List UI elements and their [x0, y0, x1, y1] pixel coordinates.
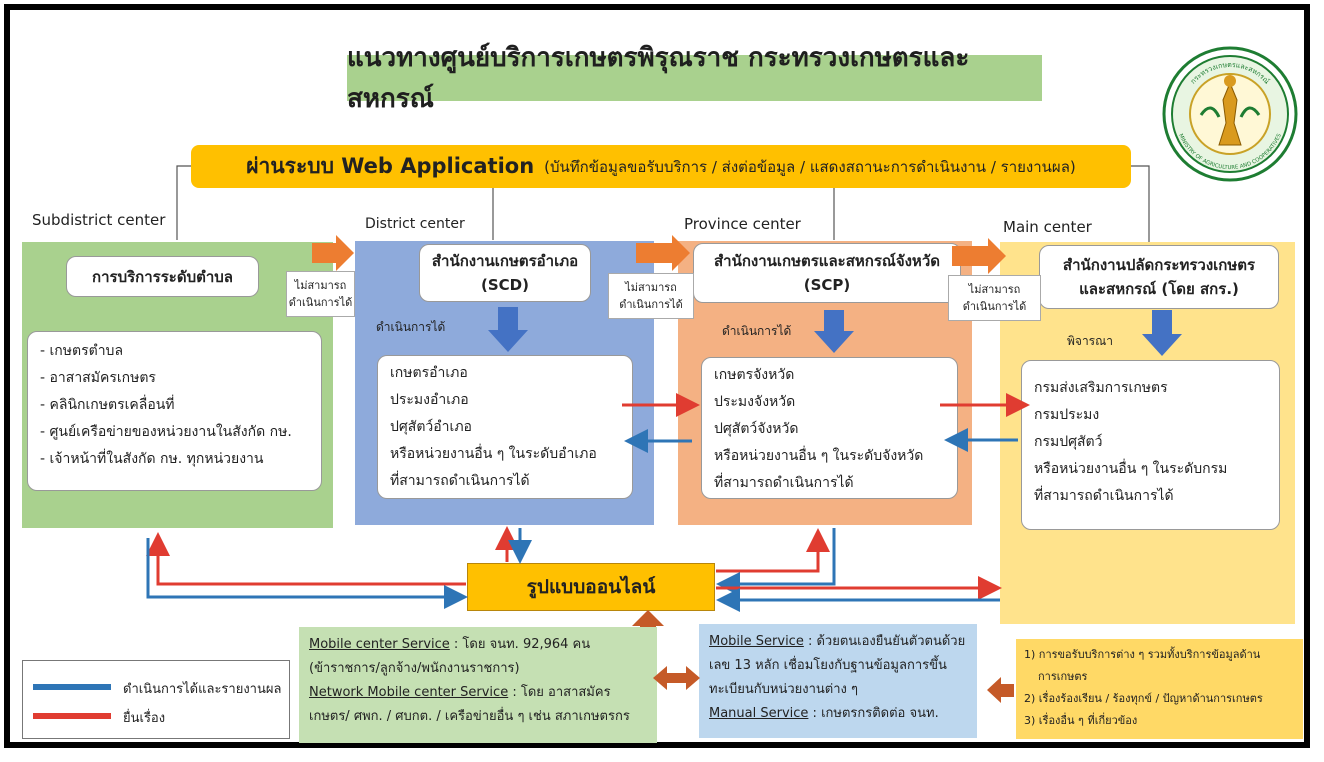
- cannot-label-2: ไม่สามารถดำเนินการได้: [608, 273, 694, 319]
- subdistrict-header: การบริการระดับตำบล: [66, 256, 259, 297]
- list-item: กรมปศุสัตว์: [1034, 434, 1103, 450]
- request-item: 2) เรื่องร้องเรียน / ร้องทุกข์ / ปัญหาด้…: [1024, 692, 1263, 705]
- mobile-service-text: : ด้วยตนเองยืนยันตัวตนด้วย: [803, 634, 966, 649]
- cannot-line1: ไม่สามารถ: [968, 283, 1021, 296]
- web-application-bar: ผ่านระบบ Web Application (บันทึกข้อมูลขอ…: [191, 145, 1131, 188]
- cannot-line1: ไม่สามารถ: [294, 279, 347, 292]
- list-item: ประมงจังหวัด: [714, 394, 796, 410]
- mobile-center-service-detail: (ข้าราชการ/ลูกจ้าง/พนักงานราชการ): [309, 661, 520, 676]
- web-app-sub: (บันทึกข้อมูลขอรับบริการ / ส่งต่อข้อมูล …: [544, 157, 1076, 176]
- district-action-label: ดำเนินการได้: [376, 320, 446, 334]
- request-item: การเกษตร: [1038, 670, 1088, 683]
- list-item: ที่สามารถดำเนินการได้: [1034, 488, 1174, 504]
- orange-arrow-to-district: [312, 235, 354, 271]
- list-item: - เจ้าหน้าที่ในสังกัด กษ. ทุกหน่วยงาน: [40, 451, 264, 467]
- subdistrict-list: - เกษตรตำบล - อาสาสมัครเกษตร - คลินิกเกษ…: [27, 331, 322, 491]
- red-line-online-to-province: [716, 528, 830, 573]
- main-list: กรมส่งเสริมการเกษตร กรมประมง กรมปศุสัตว์…: [1021, 360, 1280, 530]
- label-province-center: Province center: [684, 215, 801, 233]
- cannot-line2: ดำเนินการได้: [619, 298, 683, 311]
- province-header-line2: (SCP): [803, 276, 851, 294]
- legend-blue-line: [33, 684, 111, 690]
- manual-service-text: : เกษตรกรติดต่อ จนท.: [808, 706, 939, 721]
- cannot-label-1: ไม่สามารถดำเนินการได้: [286, 271, 355, 317]
- mobile-center-service-text: : โดย จนท. 92,964 คน: [449, 637, 591, 652]
- list-item: หรือหน่วยงานอื่น ๆ ในระดับกรม: [1034, 461, 1228, 477]
- request-item: 3) เรื่องอื่น ๆ ที่เกี่ยวข้อง: [1024, 714, 1138, 727]
- orange-arrow-to-main: [952, 238, 1006, 274]
- legend: ดำเนินการได้และรายงานผล ยื่นเรื่อง: [22, 660, 290, 739]
- list-item: ที่สามารถดำเนินการได้: [390, 473, 530, 489]
- network-service-text: : โดย อาสาสมัคร: [508, 685, 611, 700]
- legend-blue-label: ดำเนินการได้และรายงานผล: [123, 682, 282, 697]
- manual-service-title: Manual Service: [709, 706, 809, 721]
- mobile-service-title: Mobile Service: [709, 634, 804, 649]
- label-main-center: Main center: [1003, 218, 1092, 236]
- list-item: หรือหน่วยงานอื่น ๆ ในระดับจังหวัด: [714, 448, 924, 464]
- brown-double-arrow-services: [653, 666, 700, 690]
- network-service-detail: เกษตร/ ศพก. / ศบกต. / เครือข่ายอื่น ๆ เช…: [309, 709, 630, 724]
- online-channel-box: รูปแบบออนไลน์: [467, 563, 715, 611]
- blue-line-subdistrict-to-online: [146, 538, 468, 609]
- ministry-emblem: กระทรวงเกษตรและสหกรณ์ MINISTRY OF AGRICU…: [1162, 46, 1298, 182]
- request-types-box: 1) การขอรับบริการต่าง ๆ รวมทั้งบริการข้อ…: [1016, 639, 1303, 739]
- label-subdistrict-center: Subdistrict center: [32, 211, 166, 229]
- down-arrow-main: [1142, 310, 1182, 356]
- province-header-line1: สำนักงานเกษตรและสหกรณ์จังหวัด: [714, 252, 940, 270]
- mobile-service-detail-2: ทะเบียนกับหน่วยงานต่าง ๆ: [709, 682, 858, 697]
- main-header-line1: สำนักงานปลัดกระทรวงเกษตร: [1062, 256, 1256, 274]
- cannot-line2: ดำเนินการได้: [288, 296, 353, 309]
- district-header: สำนักงานเกษตรอำเภอ (SCD): [419, 244, 591, 302]
- list-item: - อาสาสมัครเกษตร: [40, 370, 156, 386]
- label-district-center: District center: [365, 216, 465, 232]
- cannot-label-3: ไม่สามารถดำเนินการได้: [948, 275, 1041, 321]
- mobile-service-detail-1: เลข 13 หลัก เชื่อมโยงกับฐานข้อมูลการขึ้น: [709, 658, 947, 673]
- network-service-title: Network Mobile center Service: [309, 685, 509, 700]
- list-item: ประมงอำเภอ: [390, 392, 469, 408]
- main-header: สำนักงานปลัดกระทรวงเกษตรและสหกรณ์ (โดย ส…: [1039, 245, 1279, 309]
- district-header-line1: สำนักงานเกษตรอำเภอ: [431, 252, 579, 270]
- list-item: ปศุสัตว์จังหวัด: [714, 421, 799, 437]
- cannot-line1: ไม่สามารถ: [625, 281, 677, 294]
- web-app-main: ผ่านระบบ Web Application: [246, 154, 535, 178]
- legend-red-label: ยื่นเรื่อง: [123, 711, 166, 726]
- red-line-online-to-subdistrict: [146, 532, 466, 586]
- blue-line-province-to-online: [716, 528, 836, 596]
- district-list: เกษตรอำเภอ ประมงอำเภอ ปศุสัตว์อำเภอ หรือ…: [377, 355, 633, 499]
- brown-arrow-up-to-online: [632, 610, 664, 627]
- list-item: - ศูนย์เครือข่ายของหน่วยงานในสังกัด กษ.: [40, 424, 292, 440]
- district-header-line2: (SCD): [481, 276, 529, 294]
- province-list: เกษตรจังหวัด ประมงจังหวัด ปศุสัตว์จังหวั…: [701, 357, 958, 499]
- list-item: กรมส่งเสริมการเกษตร: [1034, 380, 1168, 396]
- orange-arrow-to-province: [636, 235, 690, 271]
- main-action-label: พิจารณา: [1067, 334, 1113, 348]
- list-item: เกษตรอำเภอ: [390, 365, 468, 381]
- list-item: กรมประมง: [1034, 407, 1100, 423]
- legend-red-line: [33, 713, 111, 719]
- request-item: 1) การขอรับบริการต่าง ๆ รวมทั้งบริการข้อ…: [1024, 648, 1261, 661]
- province-header: สำนักงานเกษตรและสหกรณ์จังหวัด (SCP): [693, 243, 961, 303]
- brown-arrow-requests-to-service: [987, 677, 1014, 703]
- service-box-middle: Mobile Service : ด้วยตนเองยืนยันตัวตนด้ว…: [699, 624, 977, 738]
- outer-frame: [4, 4, 1310, 748]
- down-arrow-province: [814, 310, 854, 353]
- mobile-center-service-title: Mobile center Service: [309, 637, 450, 652]
- main-header-line2: และสหกรณ์ (โดย สกร.): [1079, 280, 1239, 298]
- province-action-label: ดำเนินการได้: [722, 324, 792, 338]
- list-item: ปศุสัตว์อำเภอ: [390, 419, 472, 435]
- list-item: เกษตรจังหวัด: [714, 367, 795, 383]
- list-item: - เกษตรตำบล: [40, 343, 124, 359]
- service-box-left: Mobile center Service : โดย จนท. 92,964 …: [299, 627, 657, 743]
- list-item: ที่สามารถดำเนินการได้: [714, 475, 854, 491]
- down-arrow-district: [488, 307, 528, 352]
- list-item: - คลินิกเกษตรเคลื่อนที่: [40, 397, 175, 413]
- list-item: หรือหน่วยงานอื่น ๆ ในระดับอำเภอ: [390, 446, 597, 462]
- cannot-line2: ดำเนินการได้: [962, 300, 1027, 313]
